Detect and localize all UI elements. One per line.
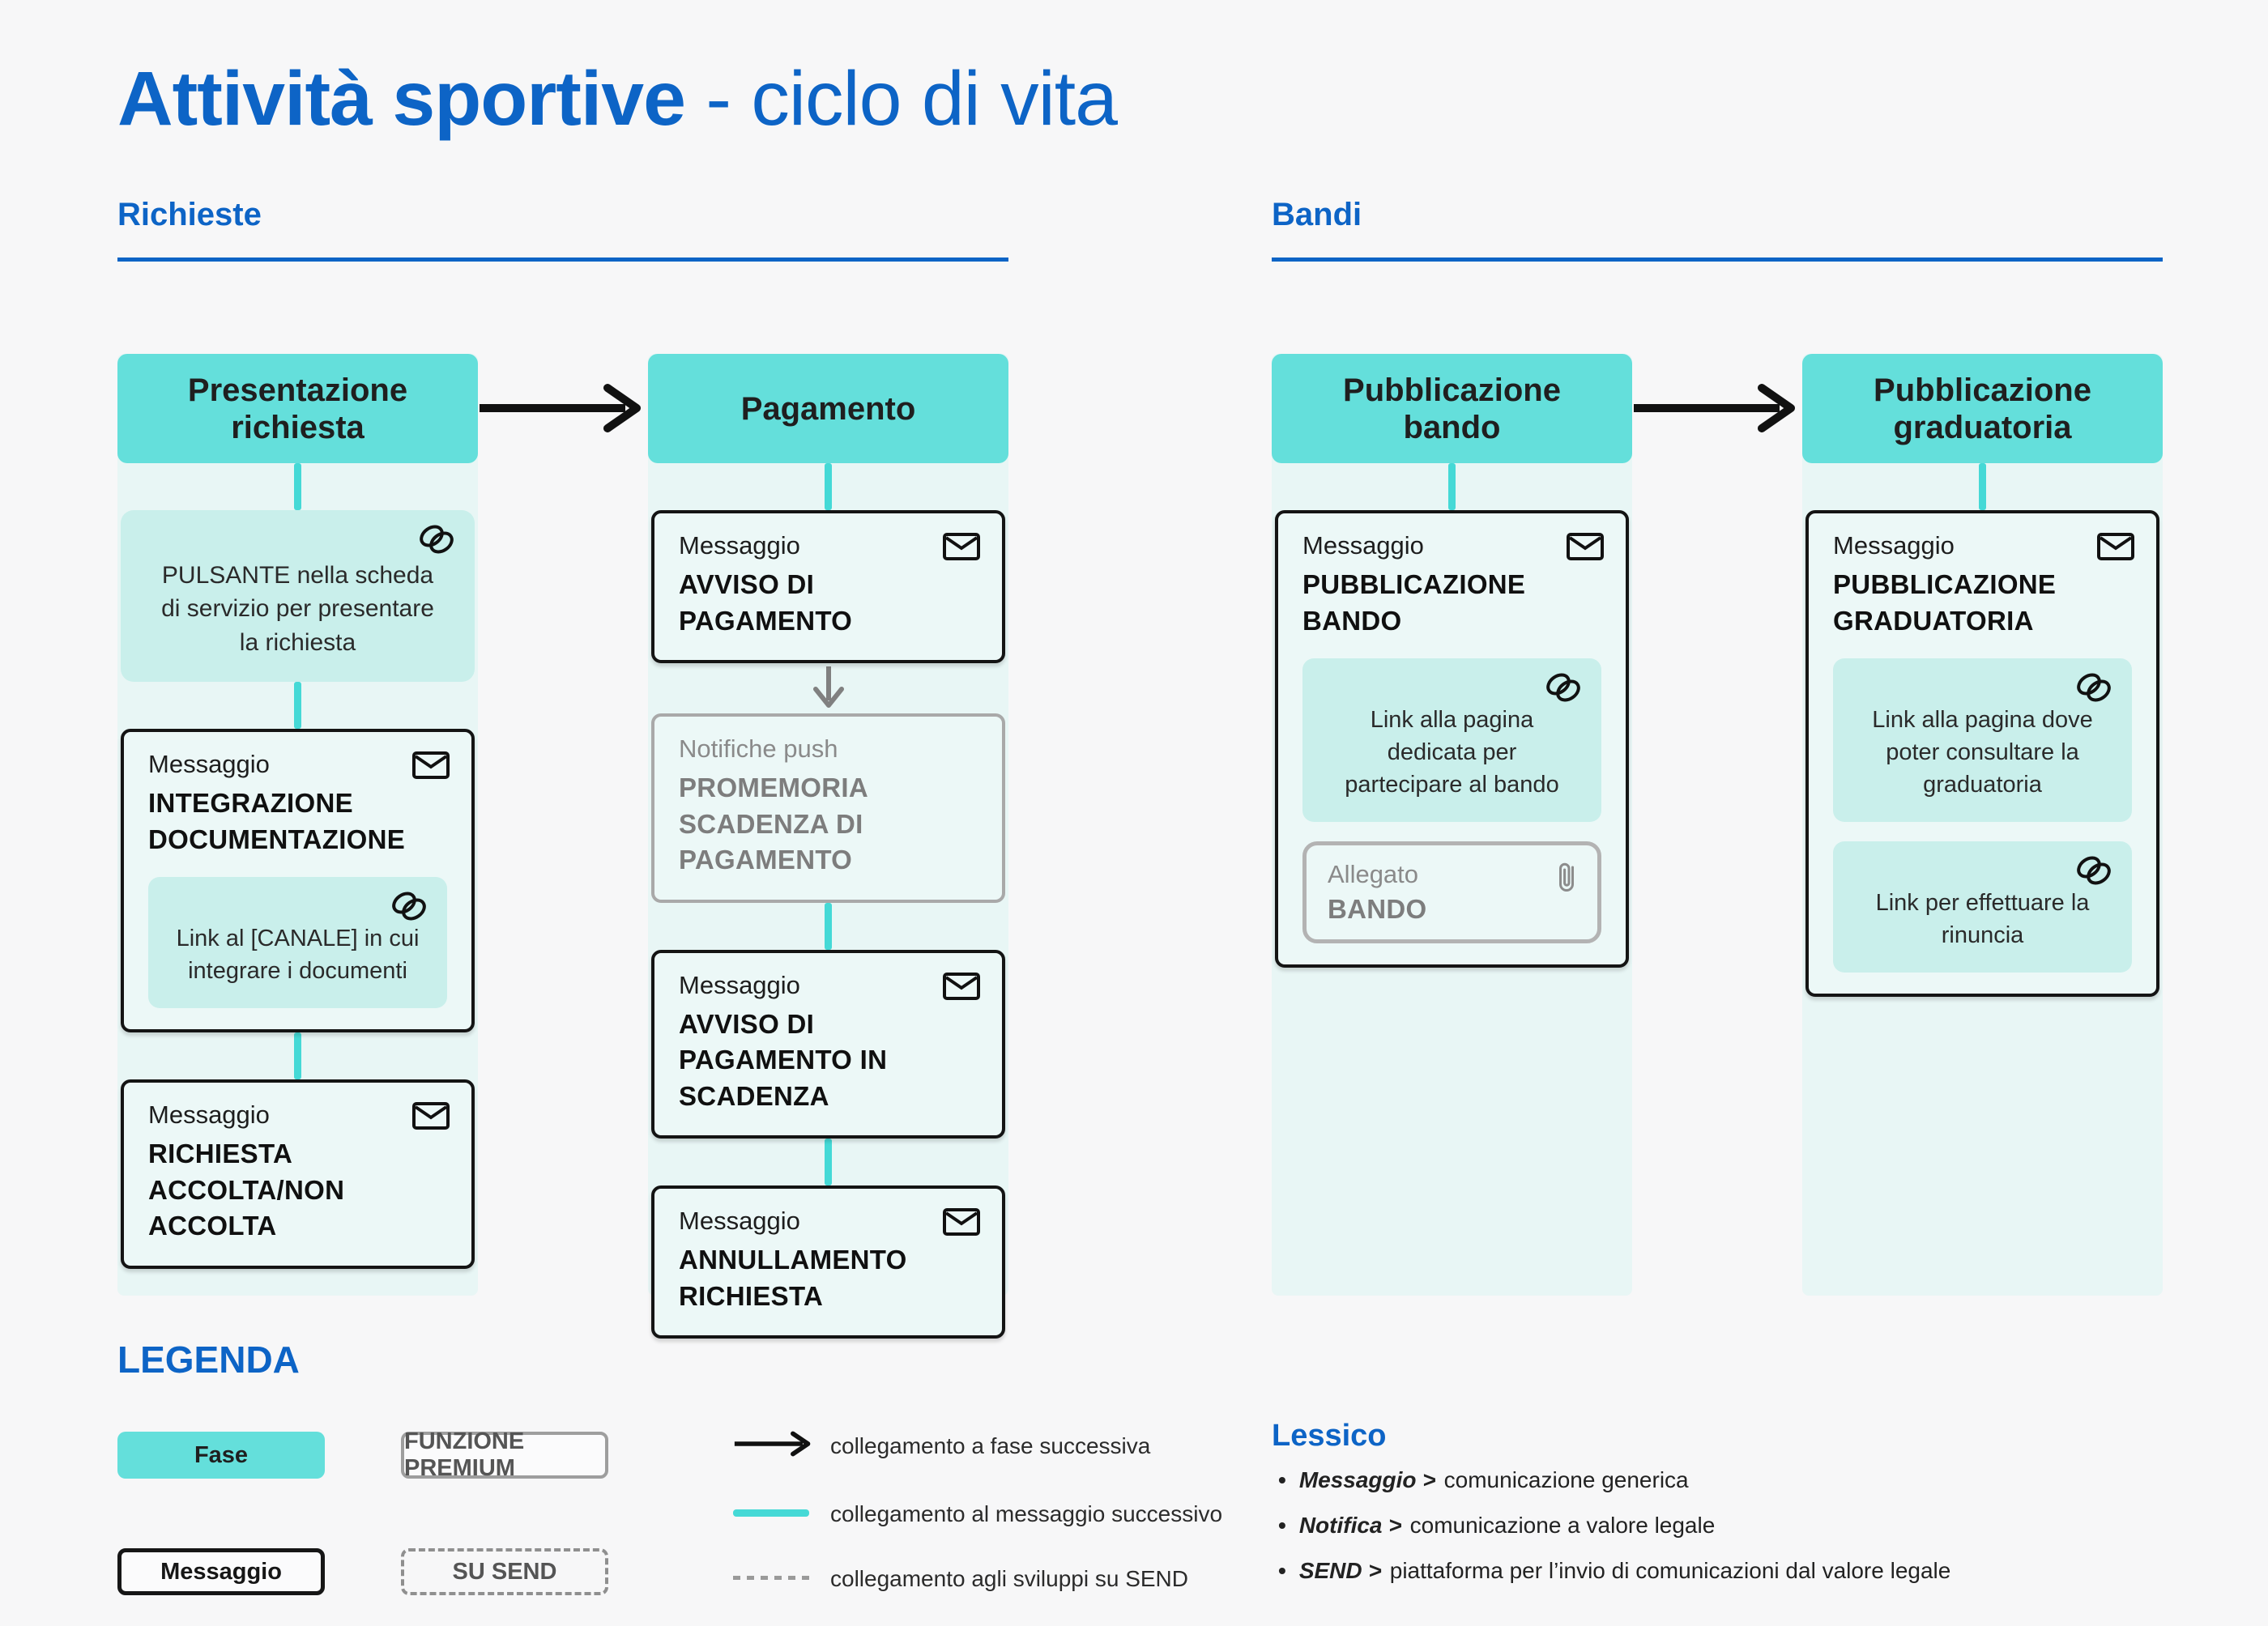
link-card-text: Link al [CANALE] in cui integrare i docu… [176,926,420,985]
legend-dashed-line-label: collegamento agli sviluppi su SEND [830,1566,1188,1591]
link-icon [2072,670,2116,705]
phase-presentazione-richiesta: Presentazione richiesta [117,354,478,463]
link-card-canale: Link al [CANALE] in cui integrare i docu… [148,877,447,1009]
link-card-text: PULSANTE nella scheda di servizio per pr… [161,562,434,656]
message-avviso-pagamento-scadenza: Messaggio AVVISO DI PAGAMENTO IN SCADENZ… [651,949,1005,1139]
message-kind: Messaggio [148,1100,270,1130]
link-icon [1541,670,1585,705]
paperclip-icon [1552,858,1581,896]
connector-line [1448,463,1456,510]
legend-su-send-swatch: SU SEND [401,1548,608,1595]
lessico-item: Notifica > comunicazione a valore legale [1278,1513,1950,1539]
legend-arrow-label: collegamento a fase successiva [830,1433,1151,1458]
arrow-down-icon [812,666,844,709]
arrow-right-icon [1634,384,1795,432]
link-card-text: Link alla pagina dedicata per partecipar… [1345,707,1559,798]
column-pagamento: Pagamento Messaggio AVVISO DI PAGAMENTO … [648,354,1008,1339]
link-card-pulsante: PULSANTE nella scheda di servizio per pr… [121,510,475,683]
link-card-text: Link alla pagina dove poter consultare l… [1872,707,2093,798]
message-title: ANNULLAMENTO RICHIESTA [679,1245,907,1311]
section-rule-richieste [117,258,1008,262]
push-notification-promemoria: Notifiche push PROMEMORIA SCADENZA DI PA… [651,713,1005,903]
page-title-light: - ciclo di vita [706,56,1118,142]
lessico-term: Messaggio > [1298,1467,1436,1492]
link-card-consulta-graduatoria: Link alla pagina dove poter consultare l… [1833,658,2132,823]
connector-line [825,1139,832,1186]
attachment-title: BANDO [1328,894,1427,925]
lessico-item: SEND > piattaforma per l’invio di comunic… [1278,1558,1951,1584]
section-rule-bandi [1272,258,2163,262]
lessico-term: SEND > [1298,1558,1382,1583]
link-card-partecipa-bando: Link alla pagina dedicata per partecipar… [1302,658,1601,823]
message-avviso-pagamento: Messaggio AVVISO DI PAGAMENTO [651,510,1005,664]
message-kind: Messaggio [679,531,800,560]
message-title: RICHIESTA ACCOLTA/NON ACCOLTA [148,1139,345,1241]
legend-messaggio-swatch: Messaggio [117,1548,325,1595]
phase-pubblicazione-bando: Pubblicazione bando [1272,354,1632,463]
message-richiesta-accolta: Messaggio RICHIESTA ACCOLTA/NON ACCOLTA [121,1079,475,1269]
message-annullamento-richiesta: Messaggio ANNULLAMENTO RICHIESTA [651,1185,1005,1339]
message-title: AVVISO DI PAGAMENTO IN SCADENZA [679,1008,888,1111]
connector-line [825,463,832,510]
connector-line [294,1032,301,1080]
envelope-icon [1566,531,1605,562]
message-pubblicazione-bando: Messaggio PUBBLICAZIONE BANDO Link alla … [1275,510,1629,968]
lessico-desc: comunicazione generica [1443,1467,1689,1492]
envelope-icon [942,1207,981,1237]
arrow-right-icon [480,384,641,432]
page-title: Attività sportive - ciclo di vita [117,56,1118,142]
message-title: PROMEMORIA SCADENZA DI PAGAMENTO [679,773,868,875]
lessico-desc: piattaforma per l’invio di comunicazioni… [1389,1558,1951,1583]
message-pubblicazione-graduatoria: Messaggio PUBBLICAZIONE GRADUATORIA Link… [1805,510,2159,998]
link-icon [2072,853,2116,888]
link-card-text: Link per effettuare la rinuncia [1875,890,2090,949]
section-header-bandi: Bandi [1272,197,1362,232]
legend-heading: LEGENDA [117,1339,300,1381]
legend-arrow-icon [734,1431,811,1457]
connector-line [1979,463,1986,510]
page-title-bold: Attività sportive [117,56,686,142]
legend-teal-line [733,1509,809,1517]
message-kind: Messaggio [679,970,800,999]
column-pubblicazione-bando: Pubblicazione bando Messaggio PUBBLICAZI… [1272,354,1632,1296]
message-title: AVVISO DI PAGAMENTO [679,569,853,636]
legend-teal-line-label: collegamento al messaggio successivo [830,1501,1223,1526]
link-card-rinuncia: Link per effettuare la rinuncia [1833,841,2132,973]
connector-line [294,463,301,510]
legend-funzione-premium-swatch: FUNZIONE PREMIUM [401,1428,608,1481]
message-title: PUBBLICAZIONE BANDO [1302,569,1526,636]
link-icon [415,521,458,557]
section-header-richieste: Richieste [117,197,262,232]
lessico-term: Notifica > [1298,1513,1402,1538]
envelope-icon [411,1100,450,1131]
phase-pubblicazione-graduatoria: Pubblicazione graduatoria [1802,354,2163,463]
column-pubblicazione-graduatoria: Pubblicazione graduatoria Messaggio PUBB… [1802,354,2163,1296]
envelope-icon [411,750,450,781]
message-title: PUBBLICAZIONE GRADUATORIA [1833,569,2057,636]
connector-line [825,902,832,950]
connector-line [294,682,301,730]
lessico-list: Messaggio > comunicazione generica Notifi… [1278,1467,1951,1603]
message-kind: Messaggio [148,750,270,779]
column-presentazione-richiesta: Presentazione richiesta PULSANTE nella s… [117,354,478,1296]
lessico-item: Messaggio > comunicazione generica [1278,1467,1950,1493]
message-kind: Notifiche push [679,734,838,764]
legend-fase-swatch: Fase [117,1432,325,1479]
legend-dashed-line [733,1576,809,1580]
phase-pagamento: Pagamento [648,354,1008,463]
envelope-icon [942,971,981,1002]
message-integrazione-documentazione: Messaggio INTEGRAZIONE DOCUMENTAZIONE Li… [121,729,475,1033]
attachment-kind: Allegato [1328,860,1419,889]
message-kind: Messaggio [679,1207,800,1236]
envelope-icon [942,531,981,562]
link-icon [387,888,431,924]
envelope-icon [2096,531,2135,562]
lessico-heading: Lessico [1272,1419,1387,1453]
message-title: INTEGRAZIONE DOCUMENTAZIONE [148,788,406,854]
attachment-card-bando: Allegato BANDO [1302,841,1601,944]
lessico-desc: comunicazione a valore legale [1409,1513,1716,1538]
message-kind: Messaggio [1833,531,1955,560]
message-kind: Messaggio [1302,531,1424,560]
